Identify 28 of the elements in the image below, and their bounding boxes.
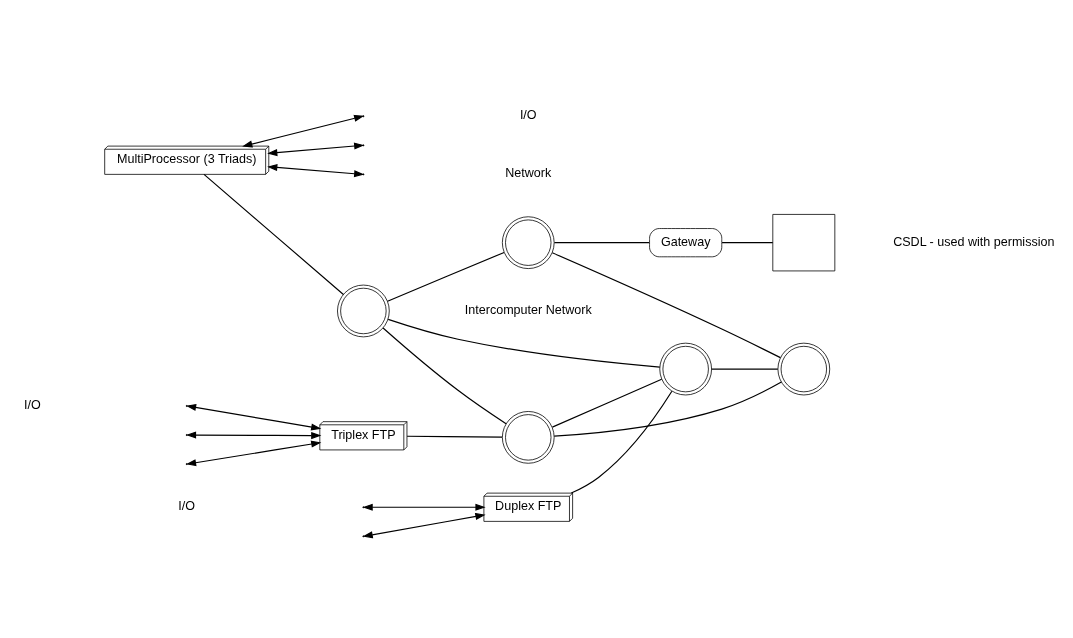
connector (387, 318, 661, 368)
connector (406, 435, 503, 438)
node-box: Gateway (649, 227, 723, 257)
arrow (362, 512, 486, 538)
arrow (242, 114, 365, 147)
arrow (185, 431, 322, 439)
connector (382, 326, 507, 424)
arrow (185, 440, 322, 466)
arrow (267, 142, 365, 156)
connector (553, 380, 782, 437)
label: Intercomputer Network (464, 302, 592, 317)
arrow (185, 403, 322, 431)
label: I/O (178, 498, 196, 513)
connector (553, 241, 650, 243)
connector (551, 378, 663, 428)
connector (570, 390, 673, 494)
connector (721, 241, 774, 243)
connector (203, 173, 344, 295)
arrow (267, 163, 365, 177)
connector (387, 251, 505, 302)
label: I/O (519, 107, 537, 122)
arrow (362, 503, 486, 511)
connector (711, 368, 779, 370)
label: CSDL - used with permission (893, 234, 1055, 249)
node-box (772, 213, 836, 271)
label: I/O (24, 397, 41, 412)
connector (551, 251, 781, 358)
label: Network (505, 165, 552, 180)
